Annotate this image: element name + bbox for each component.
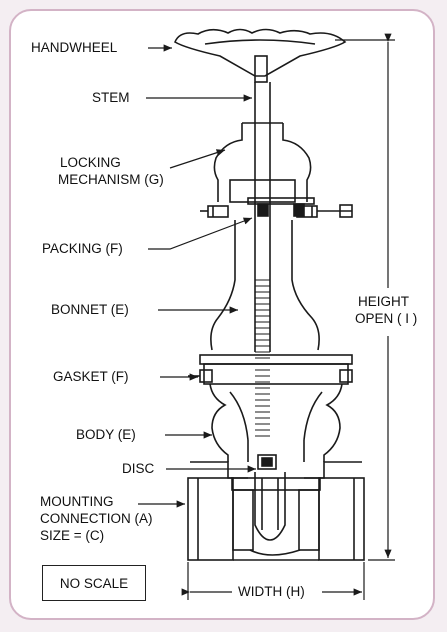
label-locking-line2: MECHANISM (G) [58,172,164,187]
height-dimension [335,33,395,561]
label-width: WIDTH (H) [234,584,309,599]
width-dimension [181,562,365,600]
label-height-line1: HEIGHT [358,294,410,309]
threaded-stem [255,279,270,437]
label-bonnet: BONNET (E) [51,302,129,317]
label-mounting-line2: CONNECTION (A) [40,511,153,526]
packing-left [257,203,269,217]
packing-right [293,203,305,217]
label-handwheel: HANDWHEEL [31,40,118,55]
disc-shape [254,454,286,541]
label-stem: STEM [92,90,130,105]
gasket-flange-shape [188,354,353,385]
label-body: BODY (E) [76,427,136,442]
label-packing: PACKING (F) [42,241,123,256]
label-height-line2: OPEN ( I ) [355,311,418,326]
handwheel-shape [173,28,347,83]
label-gasket: GASKET (F) [53,369,129,384]
leader-packing [148,217,253,250]
label-disc: DISC [122,461,155,476]
label-mounting-line3: SIZE = (C) [40,528,105,543]
bonnet-cap-shape [200,122,353,218]
mounting-connection-shape [187,461,365,561]
leader-locking [169,149,226,169]
body-shape [209,383,343,462]
label-locking-line1: LOCKING [60,155,121,170]
label-mounting-line1: MOUNTING [40,494,114,509]
stem-shape [254,82,271,122]
no-scale-box: NO SCALE [42,565,146,601]
bonnet-shape [210,122,320,352]
no-scale-label: NO SCALE [59,575,129,591]
